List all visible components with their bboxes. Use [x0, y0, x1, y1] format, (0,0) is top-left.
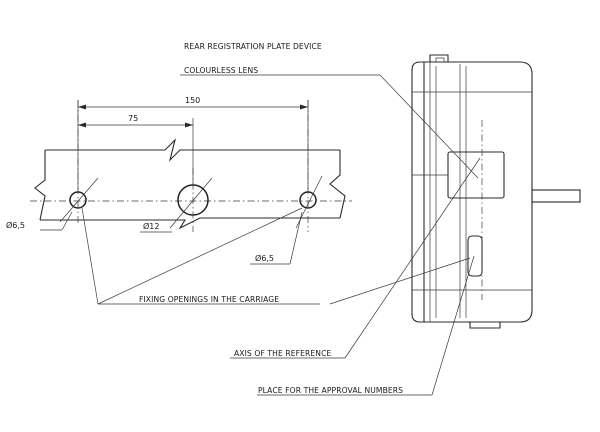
carriage-plate	[30, 138, 352, 230]
title-label: REAR REGISTRATION PLATE DEVICE	[184, 42, 322, 51]
lamp-side-view	[411, 54, 581, 329]
dim-left-text: Ø6,5	[6, 220, 25, 230]
approval-label: PLACE FOR THE APPROVAL NUMBERS	[258, 386, 403, 395]
fixing-leaders	[81, 207, 320, 305]
diameter-center: Ø12	[140, 221, 172, 233]
fixing-label: FIXING OPENINGS IN THE CARRIAGE	[139, 295, 279, 304]
dim-75-text: 75	[128, 114, 138, 123]
dim-150-text: 150	[185, 96, 200, 105]
diameter-left: Ø6,5	[6, 211, 73, 231]
dimension-75: 75	[78, 114, 193, 128]
lens-label: COLOURLESS LENS	[184, 66, 258, 75]
dimension-150: 150	[78, 96, 308, 110]
dim-center-text: Ø12	[143, 221, 159, 231]
dim-right-text: Ø6,5	[255, 253, 274, 263]
hole-left	[59, 100, 99, 226]
hole-right	[295, 100, 323, 232]
axis-label: AXIS OF THE REFERENCE	[234, 349, 331, 358]
lamp-leaders	[180, 74, 481, 396]
diameter-right: Ø6,5	[250, 211, 303, 265]
